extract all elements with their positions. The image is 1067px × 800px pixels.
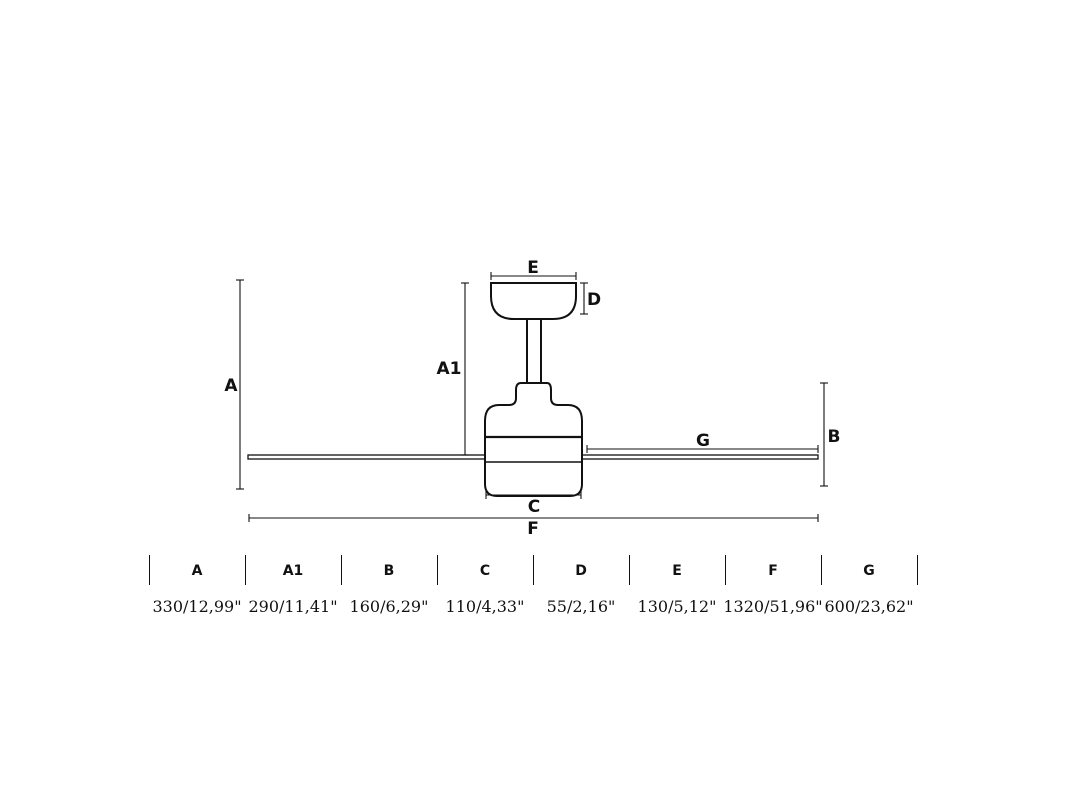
dimension-labels: A A1 B C D E F G <box>224 258 840 539</box>
label-f: F <box>527 519 539 539</box>
column-value: 330/12,99" <box>152 597 242 616</box>
table-column-f: F 1320/51,96" <box>723 555 822 616</box>
motor-housing <box>484 382 583 497</box>
table-column-d: D 55/2,16" <box>533 555 629 616</box>
label-a: A <box>224 376 238 396</box>
table-separator <box>341 555 342 585</box>
table-separator <box>821 555 822 585</box>
table-column-a: A 330/12,99" <box>149 555 245 616</box>
table-separator <box>437 555 438 585</box>
label-a1: A1 <box>437 359 462 379</box>
label-e: E <box>527 258 539 278</box>
downrod <box>526 318 542 384</box>
table-separator <box>629 555 630 585</box>
column-header: G <box>863 563 875 579</box>
column-value: 160/6,29" <box>349 597 429 616</box>
column-header: F <box>768 563 778 579</box>
dimension-lines <box>236 272 828 522</box>
canopy <box>490 282 577 320</box>
label-b: B <box>828 427 841 447</box>
fan-drawing <box>247 282 819 497</box>
column-value: 290/11,41" <box>248 597 338 616</box>
column-value: 1320/51,96" <box>723 597 823 616</box>
table-separator <box>149 555 150 585</box>
table-separator <box>725 555 726 585</box>
table-column-g: G 600/23,62" <box>821 555 917 616</box>
column-header: A <box>191 563 203 579</box>
dimensions-table: A 330/12,99" A1 290/11,41" B 160/6,29" C… <box>149 555 918 616</box>
column-value: 130/5,12" <box>637 597 717 616</box>
column-value: 110/4,33" <box>445 597 525 616</box>
left-blade <box>247 454 486 460</box>
table-column-c: C 110/4,33" <box>437 555 533 616</box>
label-d: D <box>587 290 601 310</box>
column-header: D <box>575 563 587 579</box>
column-header: A1 <box>282 563 304 579</box>
table-separator <box>245 555 246 585</box>
column-value: 55/2,16" <box>546 597 616 616</box>
label-g: G <box>696 431 710 451</box>
label-c: C <box>528 497 540 517</box>
table-separator <box>533 555 534 585</box>
column-header: C <box>479 563 491 579</box>
table-column-a1: A1 290/11,41" <box>245 555 341 616</box>
column-header: B <box>383 563 395 579</box>
right-blade <box>581 454 819 460</box>
column-value: 600/23,62" <box>824 597 914 616</box>
table-column-b: B 160/6,29" <box>341 555 437 616</box>
table-column-e: E 130/5,12" <box>629 555 725 616</box>
column-header: E <box>672 563 682 579</box>
table-separator <box>917 555 918 585</box>
